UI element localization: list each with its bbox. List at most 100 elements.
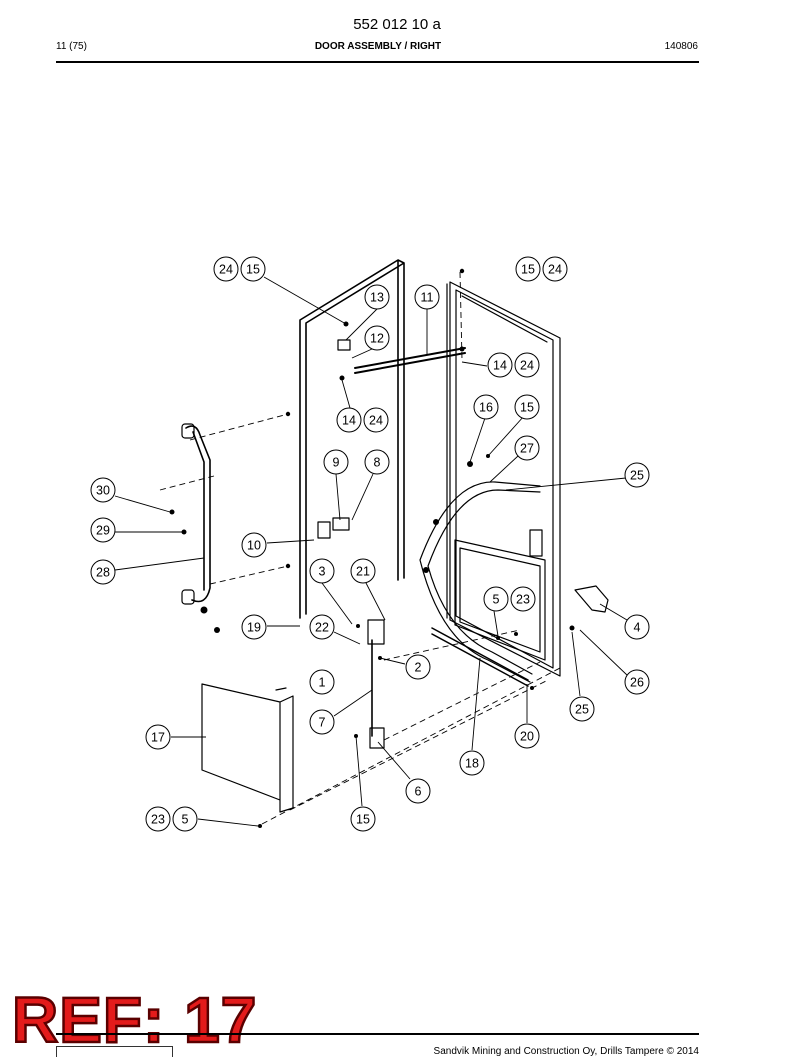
callout-12: 12 [364, 325, 390, 351]
svg-text:13: 13 [370, 291, 384, 305]
callout-9: 9 [323, 449, 349, 475]
callout-13: 13 [364, 284, 390, 310]
svg-text:21: 21 [356, 565, 370, 579]
svg-text:14: 14 [342, 414, 356, 428]
svg-text:9: 9 [333, 456, 340, 470]
page-indicator: 11 (75) [56, 41, 87, 52]
svg-text:24: 24 [369, 414, 383, 428]
callout-25: 25 [569, 696, 595, 722]
company-logo [56, 1046, 173, 1057]
callout-28: 28 [90, 559, 116, 585]
svg-text:8: 8 [374, 456, 381, 470]
callout-24: 24 [213, 256, 239, 282]
callout-17: 17 [145, 724, 171, 750]
svg-text:30: 30 [96, 484, 110, 498]
door-window-drawing [454, 539, 546, 661]
svg-text:15: 15 [520, 401, 534, 415]
callout-11: 11 [414, 284, 440, 310]
callout-15: 15 [515, 256, 541, 282]
callout-23: 23 [145, 806, 171, 832]
callout-20: 20 [514, 723, 540, 749]
svg-text:5: 5 [493, 593, 500, 607]
callout-14: 14 [487, 352, 513, 378]
lower-tube-drawing [431, 627, 529, 687]
callout-14: 14 [336, 407, 362, 433]
svg-text:6: 6 [415, 785, 422, 799]
callout-23: 23 [510, 586, 536, 612]
svg-text:26: 26 [630, 676, 644, 690]
hinge-drawing [574, 585, 609, 613]
callout-5: 5 [172, 806, 198, 832]
document-number: 552 012 10 a [353, 16, 441, 33]
svg-text:10: 10 [247, 539, 261, 553]
svg-text:16: 16 [479, 401, 493, 415]
svg-text:5: 5 [182, 813, 189, 827]
svg-text:2: 2 [415, 661, 422, 675]
callout-29: 29 [90, 517, 116, 543]
callout-1: 1 [309, 669, 335, 695]
footer-copyright: Sandvik Mining and Construction Oy, Dril… [433, 1046, 699, 1057]
callout-21: 21 [350, 558, 376, 584]
svg-text:12: 12 [370, 332, 384, 346]
svg-text:20: 20 [520, 730, 534, 744]
svg-text:24: 24 [219, 263, 233, 277]
callouts: 24 15 15 24 13 11 12 14 24 14 24 16 15 9… [90, 256, 650, 832]
callout-15: 15 [514, 394, 540, 420]
footer-divider [56, 1033, 699, 1035]
door-frame-drawing [446, 281, 561, 677]
svg-text:3: 3 [319, 565, 326, 579]
svg-text:17: 17 [151, 731, 165, 745]
svg-text:24: 24 [520, 359, 534, 373]
callout-30: 30 [90, 477, 116, 503]
svg-text:23: 23 [516, 593, 530, 607]
callout-24: 24 [514, 352, 540, 378]
panel-drawing [201, 683, 294, 813]
svg-text:19: 19 [247, 621, 261, 635]
callout-5: 5 [483, 586, 509, 612]
callout-24: 24 [542, 256, 568, 282]
svg-text:14: 14 [493, 359, 507, 373]
handle-tube-drawing [419, 481, 541, 683]
callout-26: 26 [624, 669, 650, 695]
document-date: 140806 [664, 41, 698, 52]
callout-6: 6 [405, 778, 431, 804]
svg-text:11: 11 [421, 291, 434, 305]
callout-16: 16 [473, 394, 499, 420]
page-title: DOOR ASSEMBLY / RIGHT [314, 41, 442, 52]
callout-2: 2 [405, 654, 431, 680]
callout-4: 4 [624, 614, 650, 640]
svg-text:23: 23 [151, 813, 165, 827]
callout-25: 25 [624, 462, 650, 488]
callout-3: 3 [309, 558, 335, 584]
callout-15: 15 [350, 806, 376, 832]
svg-text:18: 18 [465, 757, 479, 771]
door-seal-drawing [299, 259, 405, 619]
gas-strut-drawing [354, 347, 466, 374]
callout-22: 22 [309, 614, 335, 640]
svg-text:28: 28 [96, 566, 110, 580]
svg-text:15: 15 [521, 263, 535, 277]
svg-text:7: 7 [319, 716, 326, 730]
callout-27: 27 [514, 435, 540, 461]
svg-text:15: 15 [246, 263, 260, 277]
svg-text:1: 1 [319, 676, 326, 690]
callout-7: 7 [309, 709, 335, 735]
svg-text:4: 4 [634, 621, 641, 635]
svg-text:24: 24 [548, 263, 562, 277]
header-divider [56, 61, 699, 63]
reference-stamp: REF: 17 [11, 984, 258, 1056]
callout-10: 10 [241, 532, 267, 558]
callout-8: 8 [364, 449, 390, 475]
grab-handle-drawing [185, 425, 211, 603]
svg-text:27: 27 [520, 442, 534, 456]
svg-text:15: 15 [356, 813, 370, 827]
callout-15: 15 [240, 256, 266, 282]
svg-text:22: 22 [315, 621, 329, 635]
svg-text:25: 25 [575, 703, 589, 717]
svg-text:29: 29 [96, 524, 110, 538]
callout-18: 18 [459, 750, 485, 776]
svg-text:25: 25 [630, 469, 644, 483]
callout-19: 19 [241, 614, 267, 640]
callout-24: 24 [363, 407, 389, 433]
